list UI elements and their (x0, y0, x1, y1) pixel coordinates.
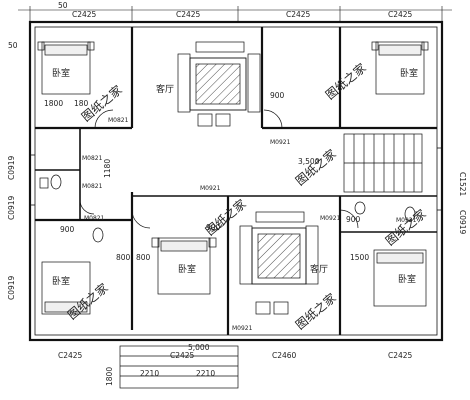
door-label-2: M0821 (82, 183, 103, 190)
watermark-6: 图纸之家 (382, 206, 428, 248)
room-bedroom-bottom-right: 卧室 (398, 273, 416, 285)
door-label-6: M0921 (320, 215, 341, 222)
dim-misc-8: 1500 (350, 253, 369, 262)
dim-left-2: C0919 (7, 195, 16, 220)
dim-misc-5: 800 (136, 253, 151, 262)
dim-top-2: C2425 (176, 10, 201, 19)
room-living-bottom: 客厅 (310, 263, 328, 275)
dim-top-4: C2425 (388, 10, 413, 19)
walls (18, 6, 452, 342)
staircase (343, 133, 423, 193)
dim-misc-12: 3,500 (298, 157, 320, 166)
dim-top-1: C2425 (72, 10, 97, 19)
dim-misc-2: 900 (346, 215, 361, 224)
watermark-2: 图纸之家 (292, 146, 338, 188)
dim-bottom-1: C2425 (170, 351, 195, 360)
dim-misc-10: 2210 (196, 369, 215, 378)
door-label-7: M0921 (396, 217, 417, 224)
dim-bottom-2: C2460 (272, 351, 297, 360)
door-label-5: M0921 (232, 325, 253, 332)
door-label-8: M0821 (84, 215, 105, 222)
dim-misc-11: 5,000 (188, 343, 210, 352)
furniture (37, 41, 429, 389)
dim-top-0: 50 (58, 1, 68, 10)
room-living-top: 客厅 (156, 83, 174, 95)
door-label-4: M0921 (200, 185, 221, 192)
dim-misc-4: 800 (116, 253, 131, 262)
door-label-3: M0921 (270, 139, 291, 146)
dim-left-0: 50 (8, 41, 18, 50)
dim-misc-1: 900 (206, 223, 221, 232)
dim-right-1: C0919 (458, 210, 467, 235)
dim-top-3: C2425 (286, 10, 311, 19)
dim-misc-7: 1800 (105, 367, 114, 386)
dim-bottom-3: C2425 (388, 351, 413, 360)
watermark-1: 图纸之家 (322, 60, 368, 102)
dim-right-0: C1521 (458, 172, 467, 197)
dim-misc-14: 180 (74, 99, 89, 108)
dim-bottom-0: C2425 (58, 351, 83, 360)
room-bedroom-bottom-middle: 卧室 (178, 263, 196, 275)
watermark-5: 图纸之家 (292, 290, 338, 332)
room-bedroom-bottom-left: 卧室 (52, 275, 70, 287)
room-bedroom-top-right: 卧室 (400, 67, 418, 79)
dim-misc-3: 900 (60, 225, 75, 234)
dim-left-1: C0919 (7, 155, 16, 180)
door-label-1: M0821 (82, 155, 103, 162)
dim-misc-9: 2210 (140, 369, 159, 378)
watermark-4: 图纸之家 (64, 280, 110, 322)
door-label-0: M0821 (108, 117, 129, 124)
watermark-3: 图纸之家 (202, 196, 248, 238)
dim-misc-13: 1800 (44, 99, 63, 108)
dim-misc-6: 1180 (103, 159, 112, 178)
room-bedroom-top-left: 卧室 (52, 67, 70, 79)
dim-left-3: C0919 (7, 275, 16, 300)
dim-misc-0: 900 (270, 91, 285, 100)
